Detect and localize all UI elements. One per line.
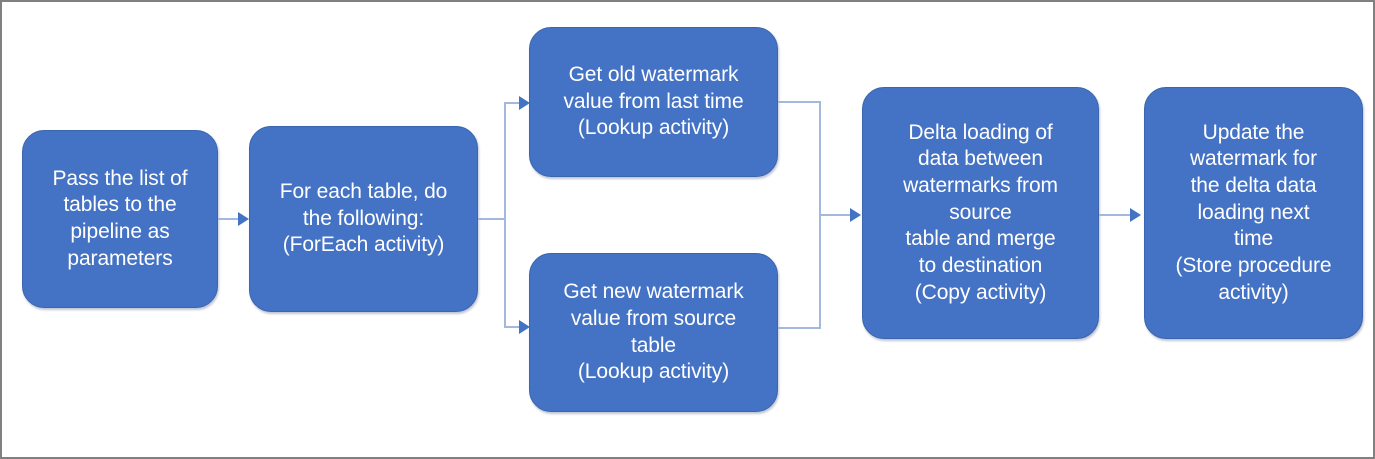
node-update-watermark[interactable]: Update the watermark for the delta data … (1144, 87, 1363, 339)
node-label: Get old watermark value from last time (… (563, 63, 744, 140)
edge-pass-to-foreach-arrowhead (238, 212, 249, 226)
node-label: Get new watermark value from source tabl… (563, 280, 744, 384)
edge-foreach-split-stub (478, 218, 506, 220)
edge-foreach-to-new-watermark-arrowhead (519, 320, 530, 334)
edge-foreach-to-new-watermark-line (504, 326, 526, 328)
edge-delta-to-update-arrowhead (1130, 208, 1141, 222)
node-label: Pass the list of tables to the pipeline … (52, 166, 188, 270)
edge-foreach-to-old-watermark-line (504, 102, 526, 104)
node-get-old-watermark[interactable]: Get old watermark value from last time (… (529, 27, 778, 177)
node-label: For each table, do the following: (ForEa… (279, 180, 448, 257)
edge-foreach-split-vertical (504, 102, 506, 328)
edge-merge-to-delta-loading-arrowhead (850, 208, 861, 222)
edge-pass-to-foreach-line (218, 218, 240, 220)
node-for-each-table[interactable]: For each table, do the following: (ForEa… (249, 126, 478, 312)
edge-foreach-to-old-watermark-arrowhead (519, 96, 530, 110)
edge-merge-to-delta-loading-line (819, 214, 858, 216)
node-pass-list-of-tables[interactable]: Pass the list of tables to the pipeline … (22, 130, 218, 308)
edge-delta-to-update-line (1099, 214, 1132, 216)
node-get-new-watermark[interactable]: Get new watermark value from source tabl… (529, 253, 778, 412)
node-label: Update the watermark for the delta data … (1175, 120, 1332, 304)
node-label: Delta loading of data between watermarks… (903, 120, 1058, 304)
edge-old-watermark-merge-stub (778, 101, 821, 103)
edge-new-watermark-merge-stub (778, 327, 821, 329)
node-delta-loading[interactable]: Delta loading of data between watermarks… (862, 87, 1099, 339)
